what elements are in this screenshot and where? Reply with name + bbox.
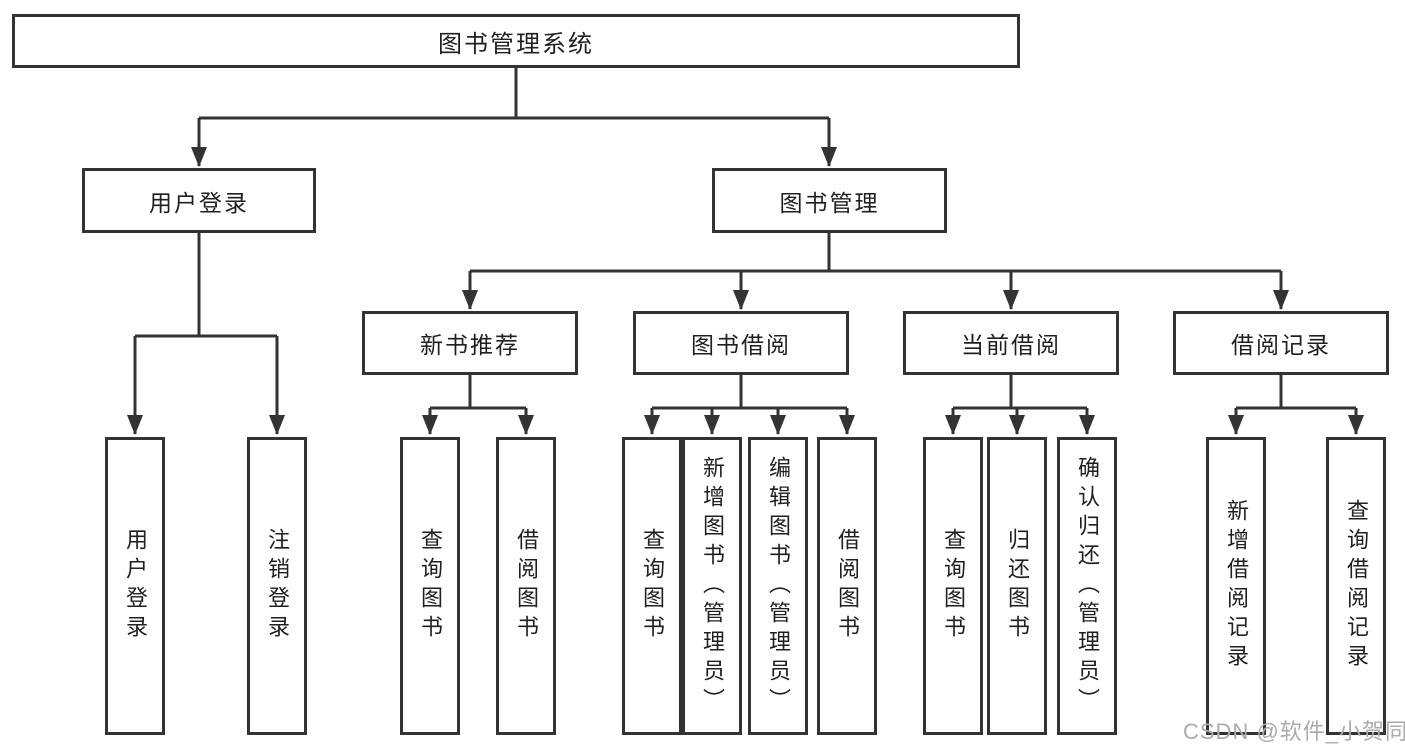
node-logout: 注销登录 bbox=[247, 437, 307, 735]
node-label: 新增借阅记录 bbox=[1224, 499, 1249, 673]
node-borrow-books-recommend: 借阅图书 bbox=[496, 437, 556, 735]
node-label: 注销登录 bbox=[265, 528, 290, 644]
node-label: 新增图书（管理员） bbox=[700, 455, 725, 717]
node-book-borrowing: 图书借阅 bbox=[633, 311, 849, 375]
node-label: 借阅图书 bbox=[514, 528, 539, 644]
node-add-book-admin: 新增图书（管理员） bbox=[682, 437, 742, 735]
node-label: 用户登录 bbox=[123, 528, 148, 644]
node-confirm-return-admin: 确认归还（管理员） bbox=[1057, 437, 1117, 735]
node-user-login-leaf: 用户登录 bbox=[105, 437, 165, 735]
node-label: 归还图书 bbox=[1005, 528, 1030, 644]
node-add-borrow-record: 新增借阅记录 bbox=[1206, 437, 1266, 735]
node-label: 查询图书 bbox=[941, 528, 966, 644]
node-query-books-current: 查询图书 bbox=[923, 437, 983, 735]
node-query-borrow-record: 查询借阅记录 bbox=[1326, 437, 1386, 735]
node-query-books-recommend: 查询图书 bbox=[400, 437, 460, 735]
node-return-book: 归还图书 bbox=[987, 437, 1047, 735]
node-current-borrowing: 当前借阅 bbox=[903, 311, 1119, 375]
node-edit-book-admin: 编辑图书（管理员） bbox=[748, 437, 808, 735]
node-label: 查询图书 bbox=[418, 528, 443, 644]
node-borrow-books-borrowing: 借阅图书 bbox=[817, 437, 877, 735]
node-library-management-system: 图书管理系统 bbox=[12, 14, 1020, 68]
node-book-management: 图书管理 bbox=[712, 168, 947, 233]
node-query-books-borrowing: 查询图书 bbox=[622, 437, 682, 735]
node-label: 编辑图书（管理员） bbox=[766, 455, 791, 717]
node-user-login: 用户登录 bbox=[82, 168, 316, 233]
node-borrow-records: 借阅记录 bbox=[1173, 311, 1389, 375]
node-new-book-recommend: 新书推荐 bbox=[362, 311, 578, 375]
node-label: 查询图书 bbox=[640, 528, 665, 644]
node-label: 查询借阅记录 bbox=[1344, 499, 1369, 673]
csdn-watermark: CSDN @软件_小贺同学 bbox=[1183, 719, 1405, 744]
node-label: 借阅图书 bbox=[835, 528, 860, 644]
node-label: 确认归还（管理员） bbox=[1075, 455, 1100, 717]
